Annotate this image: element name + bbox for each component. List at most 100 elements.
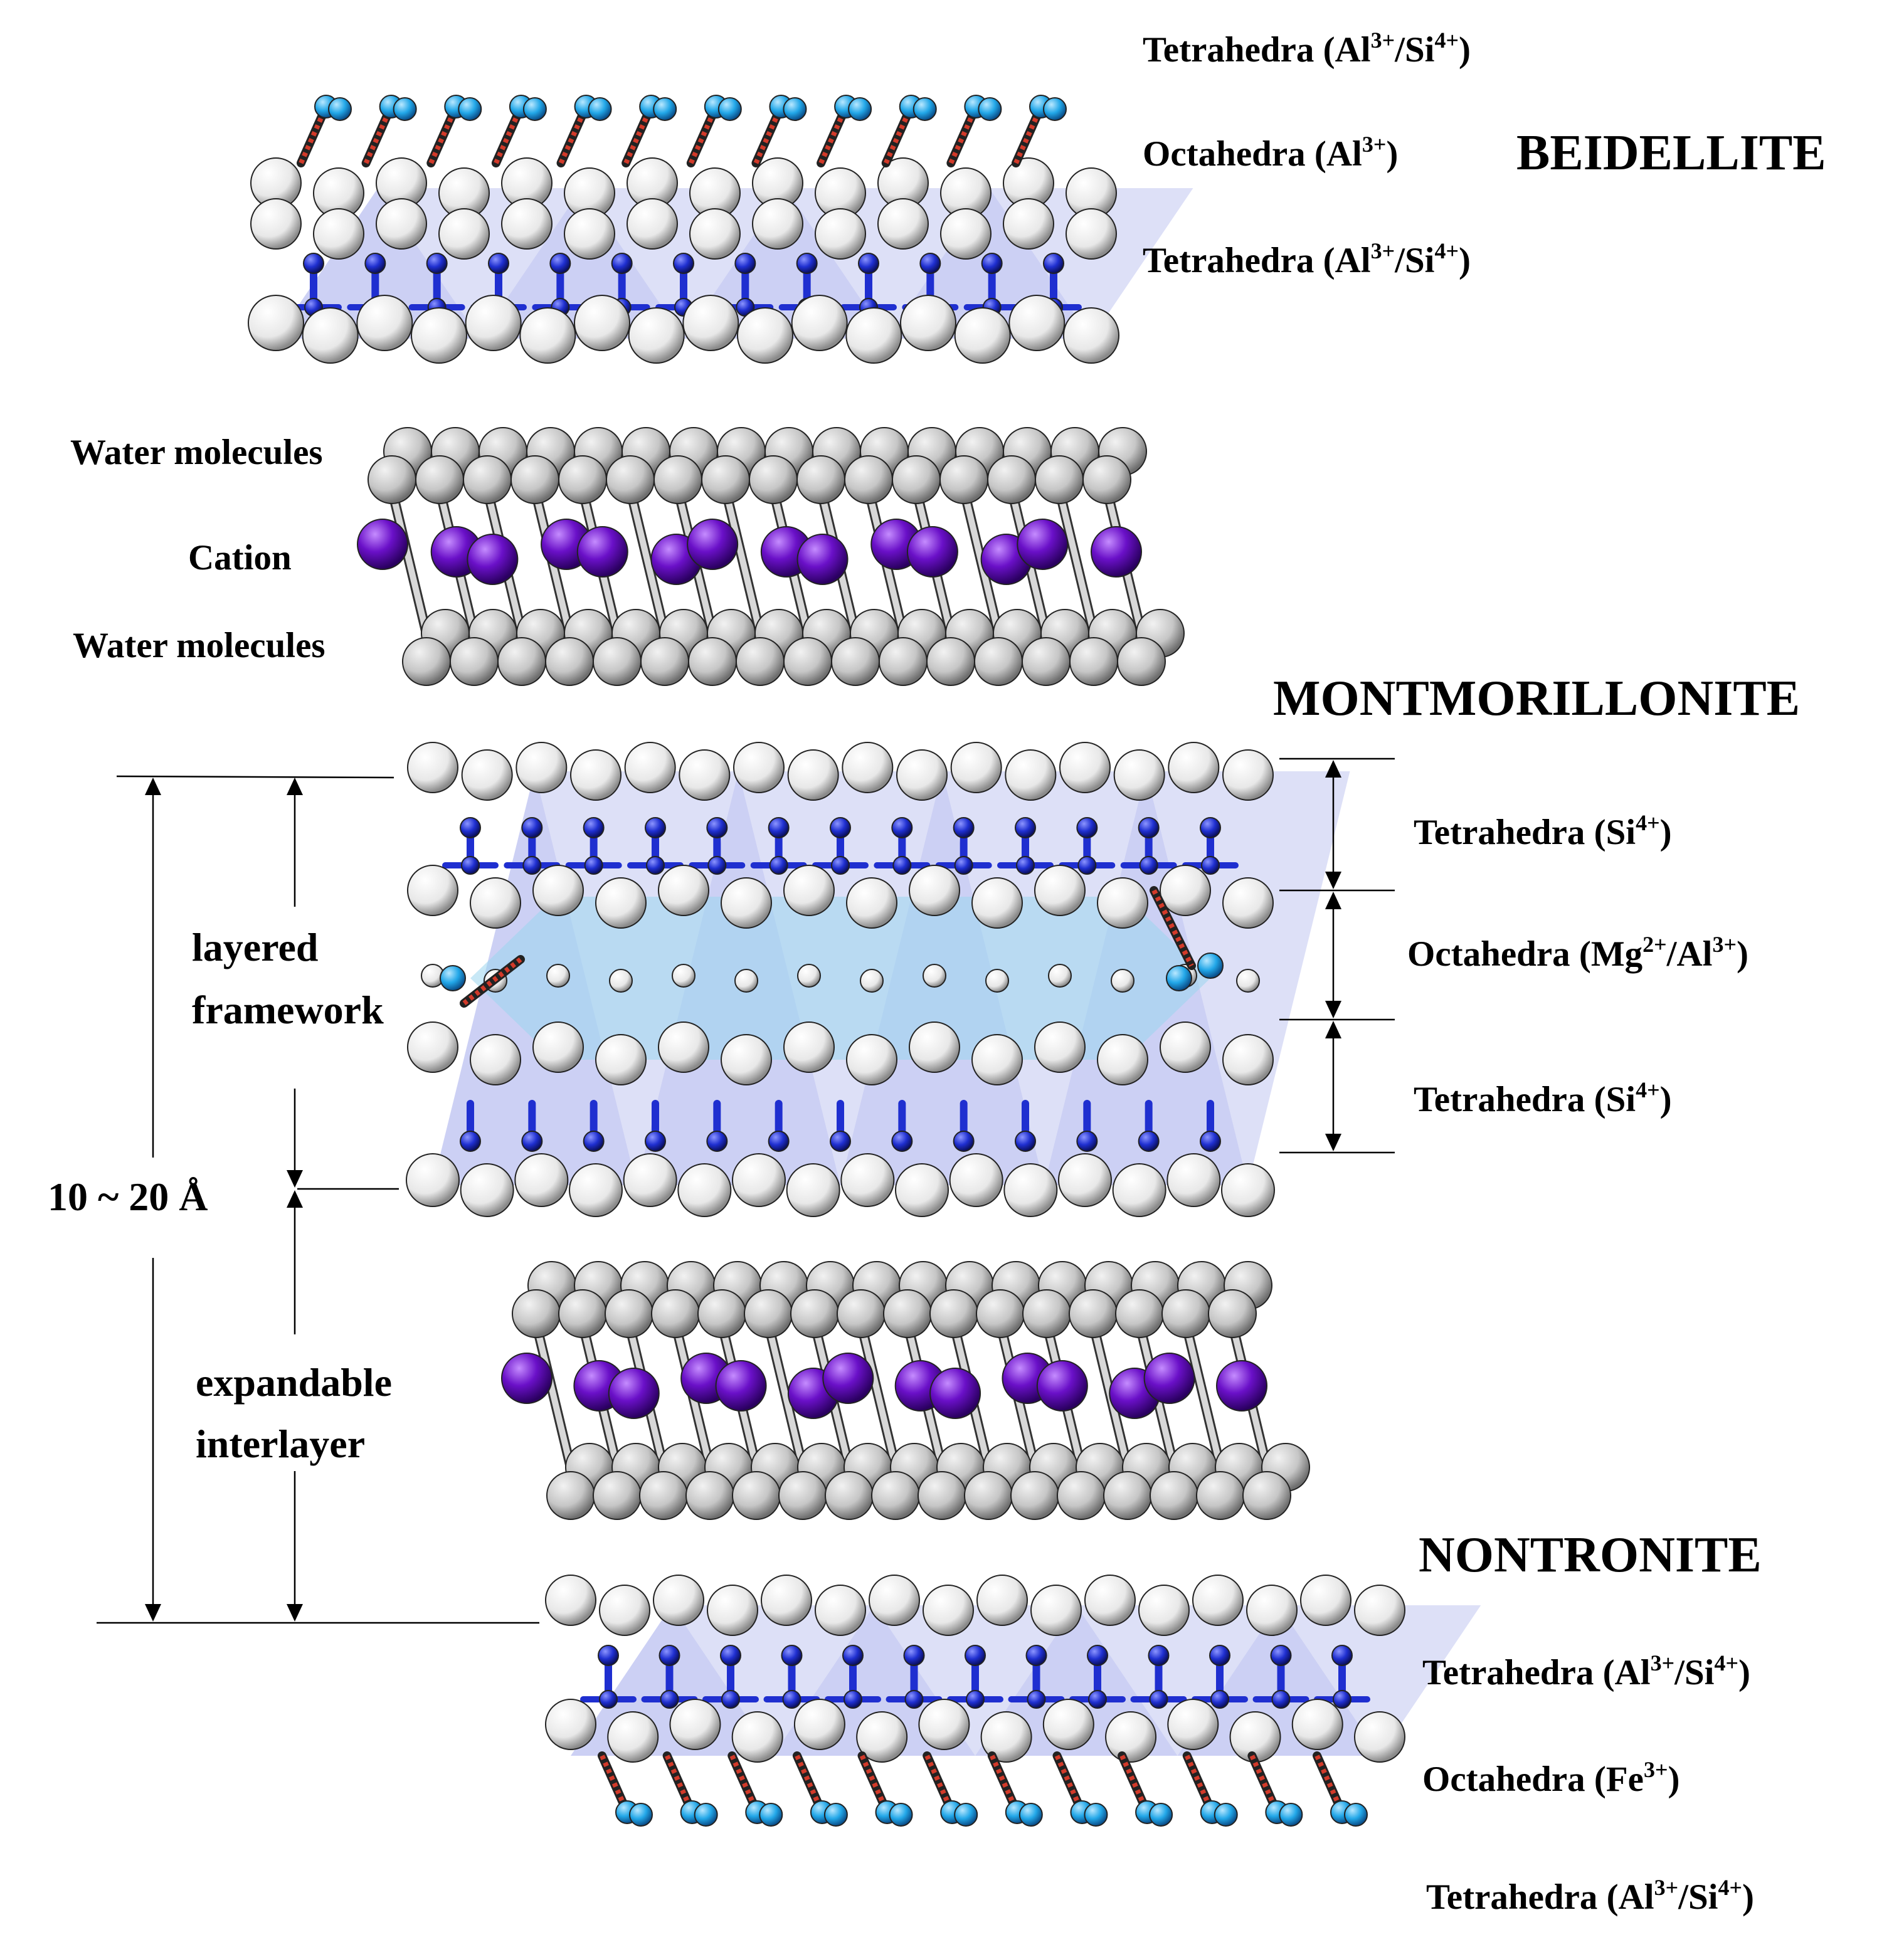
oxygen-atom bbox=[1246, 1585, 1298, 1636]
water-molecule bbox=[1082, 455, 1131, 504]
oh-bond bbox=[460, 955, 525, 1008]
oxygen-atom bbox=[1042, 1699, 1094, 1750]
si-atom bbox=[1200, 1131, 1221, 1152]
hydrogen-atom bbox=[1018, 1803, 1043, 1827]
cation-atom bbox=[1143, 1353, 1195, 1404]
si-atom bbox=[954, 856, 973, 875]
oxygen-atom bbox=[918, 1699, 970, 1750]
si-atom bbox=[660, 1690, 679, 1709]
water-molecule bbox=[605, 1289, 653, 1338]
oxygen-atom bbox=[976, 1575, 1028, 1626]
si-atom bbox=[522, 856, 542, 875]
water-molecule bbox=[593, 637, 642, 686]
oxygen-atom bbox=[846, 877, 897, 929]
si-atom bbox=[768, 817, 790, 838]
oxygen-atom bbox=[461, 749, 513, 801]
si-atom bbox=[721, 1690, 740, 1709]
si-atom bbox=[460, 817, 481, 838]
si-atom bbox=[781, 1645, 803, 1666]
water-molecule bbox=[497, 637, 546, 686]
oxygen-atom bbox=[501, 198, 553, 250]
water-molecule bbox=[558, 455, 607, 504]
water-molecule bbox=[987, 455, 1036, 504]
water-molecule bbox=[1208, 1289, 1257, 1338]
water-molecule bbox=[1196, 1471, 1245, 1520]
si-atom bbox=[953, 817, 975, 838]
water-molecules-top-label: Water molecules bbox=[70, 433, 323, 472]
spacing-dimension-lines bbox=[97, 775, 539, 1624]
oxygen-atom bbox=[532, 865, 584, 916]
oxygen-atom bbox=[860, 969, 884, 993]
si-atom bbox=[583, 817, 605, 838]
water-molecule bbox=[685, 1471, 734, 1520]
montmorillonite-title: MONTMORILLONITE bbox=[1273, 671, 1800, 726]
si-atom bbox=[1138, 1131, 1160, 1152]
si-atom bbox=[965, 1645, 986, 1666]
oxygen-atom bbox=[783, 1021, 835, 1073]
oxygen-atom bbox=[900, 295, 956, 351]
si-atom bbox=[583, 1131, 605, 1152]
si-atom bbox=[460, 1131, 481, 1152]
hydrogen-atom bbox=[629, 1803, 653, 1827]
si-atom bbox=[611, 253, 633, 274]
oxygen-atom bbox=[460, 1163, 514, 1217]
water-molecule bbox=[546, 1471, 595, 1520]
hydrogen-atom bbox=[912, 97, 937, 121]
oxygen-atom bbox=[793, 1699, 845, 1750]
oxygen-atom bbox=[1059, 742, 1111, 793]
cation-atom bbox=[1091, 526, 1142, 578]
oxygen-atom bbox=[682, 295, 739, 351]
oh-bond-dash bbox=[428, 105, 458, 164]
oxygen-atom bbox=[532, 1021, 584, 1073]
hydrogen-atom bbox=[823, 1803, 848, 1827]
water-molecule bbox=[1069, 1289, 1118, 1338]
hydrogen-atom bbox=[1043, 97, 1067, 121]
cation-atom bbox=[608, 1368, 660, 1419]
si-atom bbox=[796, 253, 818, 274]
oh-bond-dash bbox=[623, 105, 653, 164]
water-molecule bbox=[640, 637, 689, 686]
tetrahedron-face bbox=[480, 188, 684, 339]
hydrogen-atom bbox=[458, 97, 482, 121]
cation-atom bbox=[467, 534, 519, 585]
water-molecule bbox=[939, 455, 988, 504]
oxygen-atom bbox=[1167, 1699, 1219, 1750]
oxygen-atom bbox=[1063, 307, 1119, 364]
si-atom bbox=[1149, 1690, 1168, 1709]
water-molecule bbox=[606, 455, 655, 504]
oxygen-atom bbox=[1160, 1021, 1211, 1073]
tetrahedron-face bbox=[672, 1605, 874, 1756]
water-molecule bbox=[744, 1289, 793, 1338]
cation-atom bbox=[1017, 519, 1069, 570]
oxygen-atom bbox=[1160, 865, 1211, 916]
si-atom bbox=[646, 856, 665, 875]
si-atom bbox=[1148, 1645, 1170, 1666]
si-atom bbox=[584, 856, 603, 875]
water-molecule bbox=[1022, 637, 1071, 686]
oxygen-atom bbox=[574, 295, 630, 351]
oxygen-atom bbox=[627, 198, 678, 250]
oxygen-atom bbox=[411, 307, 467, 364]
cation-atom bbox=[1036, 1360, 1088, 1412]
water-molecule bbox=[1103, 1471, 1152, 1520]
cation-atom bbox=[687, 519, 739, 570]
oxygen-atom bbox=[1354, 1585, 1405, 1636]
water-molecule bbox=[783, 637, 832, 686]
water-molecule bbox=[749, 455, 798, 504]
oh-bond-dash bbox=[1119, 1755, 1150, 1813]
si-atom bbox=[1209, 1645, 1230, 1666]
oxygen-atom bbox=[658, 1021, 709, 1073]
beidellite-sheet bbox=[248, 95, 1193, 364]
oxygen-atom bbox=[679, 749, 731, 801]
oxygen-atom bbox=[569, 1163, 623, 1217]
si-atom bbox=[1210, 1690, 1229, 1709]
oh-bond-dash bbox=[1314, 1755, 1345, 1813]
oxygen-atom bbox=[658, 865, 709, 916]
si-atom bbox=[953, 1131, 975, 1152]
oxygen-atom bbox=[1084, 1575, 1136, 1626]
water-molecule bbox=[825, 1471, 874, 1520]
oxygen-atom bbox=[842, 742, 894, 793]
water-molecule bbox=[512, 1289, 561, 1338]
si-atom bbox=[488, 253, 509, 274]
cation-atom bbox=[822, 1353, 874, 1404]
